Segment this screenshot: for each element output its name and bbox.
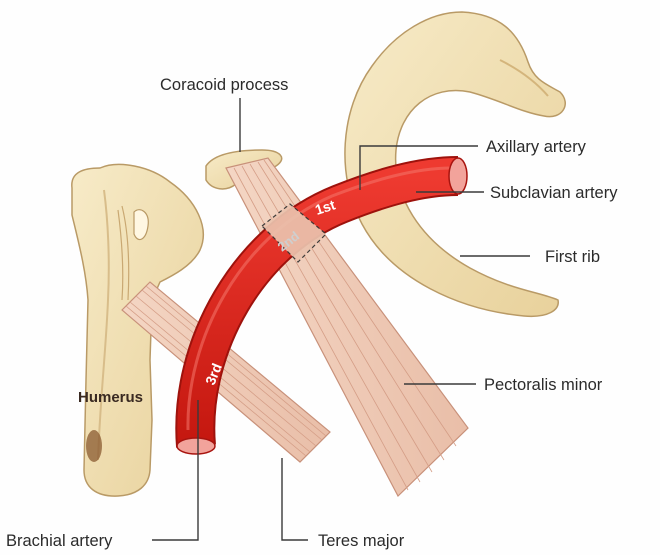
label-humerus: Humerus (78, 389, 143, 406)
label-coracoid-process: Coracoid process (160, 76, 288, 94)
label-pectoralis-minor: Pectoralis minor (484, 376, 603, 394)
artery-proximal-end (449, 158, 467, 194)
leader-teres (282, 458, 308, 540)
label-teres-major: Teres major (318, 532, 405, 550)
label-brachial-artery: Brachial artery (6, 532, 113, 550)
humerus-nutrient-mark (86, 430, 102, 462)
label-axillary-artery: Axillary artery (486, 138, 587, 156)
artery-distal-end (177, 438, 215, 454)
label-first-rib: First rib (545, 248, 600, 266)
label-subclavian-artery: Subclavian artery (490, 184, 618, 202)
